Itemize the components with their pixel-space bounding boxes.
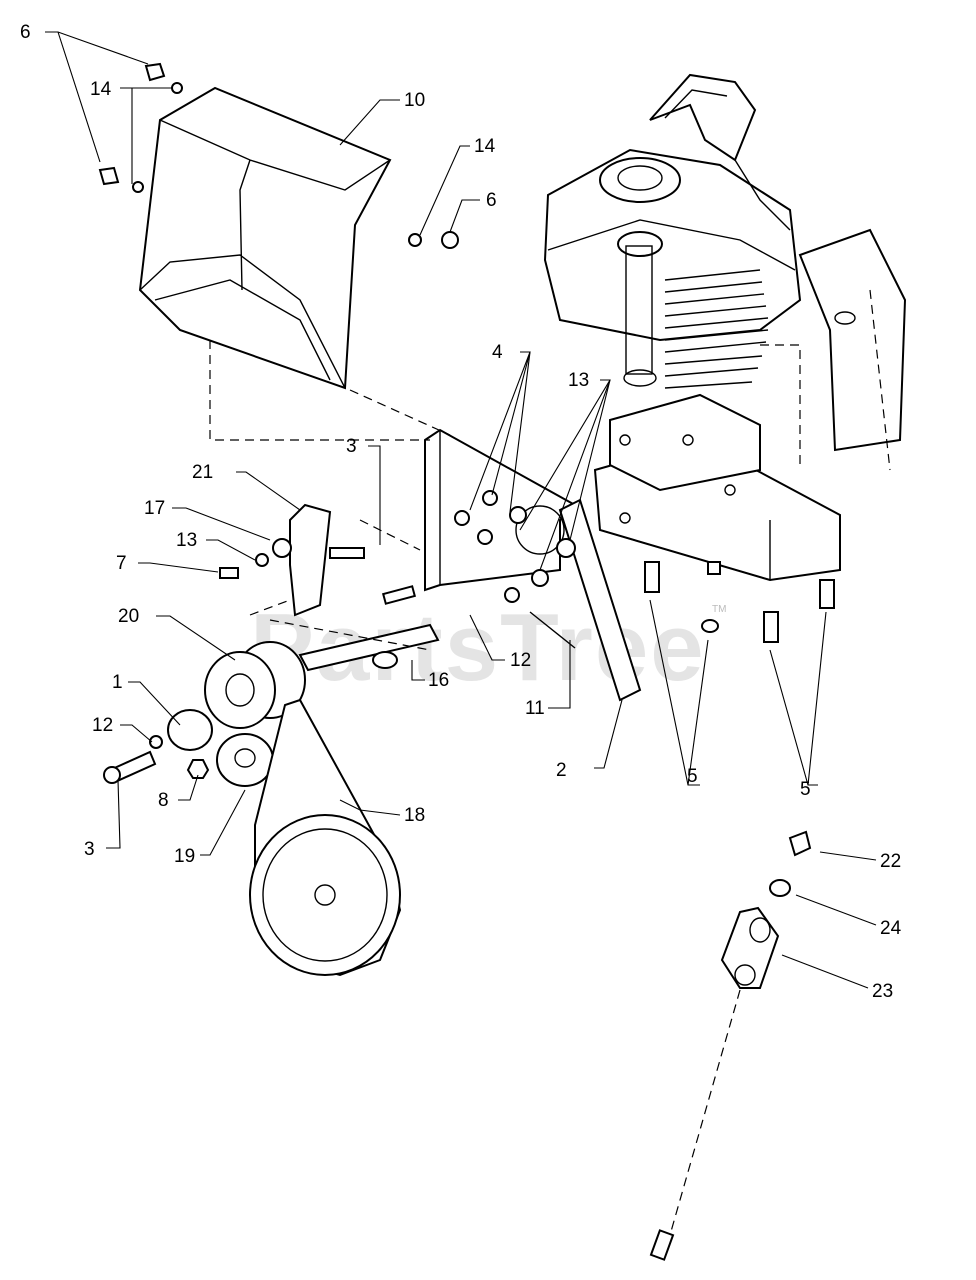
- bolt-3: [103, 735, 210, 784]
- idler-arm: [529, 498, 642, 702]
- mounting-plate: [424, 428, 577, 603]
- flat-washer-1: [167, 709, 213, 751]
- callout-10: 10: [404, 90, 425, 111]
- assembly-lines: [209, 289, 891, 1236]
- hood-hardware: [98, 62, 459, 249]
- callout-5: 5: [800, 779, 811, 800]
- idler-pulley: [216, 733, 274, 787]
- callout-2: 2: [556, 760, 567, 781]
- callout-20: 20: [118, 606, 139, 627]
- idler-bracket: [219, 503, 365, 617]
- callout-21: 21: [192, 462, 213, 483]
- engine-mount-bolts: [644, 561, 835, 643]
- callout-6: 6: [20, 22, 31, 43]
- callout-1: 1: [112, 672, 123, 693]
- v-belt: [249, 698, 402, 977]
- callout-14: 14: [90, 79, 112, 100]
- callout-11: 11: [525, 698, 545, 719]
- callout-14: 14: [474, 136, 496, 157]
- callout-13: 13: [176, 530, 197, 551]
- callout-6: 6: [486, 190, 497, 211]
- leader-lines: [45, 31, 877, 989]
- cylinder-fins: [664, 269, 769, 389]
- drive-shaft: [298, 585, 440, 672]
- callouts: 6 14 10 14 6 4 13 3 21 17 13 7 20 1 12 8…: [20, 22, 902, 1002]
- callout-7: 7: [116, 553, 127, 574]
- callout-23: 23: [872, 981, 893, 1002]
- watermark-trademark: TM: [712, 604, 726, 615]
- discharge-chute-hood: [138, 86, 392, 390]
- callout-12: 12: [92, 715, 113, 736]
- callout-13: 13: [568, 370, 589, 391]
- callout-3: 3: [346, 436, 357, 457]
- shear-bolt-kit: [649, 830, 812, 1261]
- callout-22: 22: [880, 851, 901, 872]
- callout-3: 3: [84, 839, 95, 860]
- callout-24: 24: [880, 918, 902, 939]
- callout-4: 4: [492, 342, 503, 363]
- callout-19: 19: [174, 846, 195, 867]
- engine: [543, 73, 907, 643]
- drive-pulley: [204, 641, 306, 729]
- callout-18: 18: [404, 805, 425, 826]
- callout-12: 12: [510, 650, 531, 671]
- callout-16: 16: [428, 670, 449, 691]
- callout-17: 17: [144, 498, 165, 519]
- callout-8: 8: [158, 790, 169, 811]
- callout-5: 5: [687, 766, 698, 787]
